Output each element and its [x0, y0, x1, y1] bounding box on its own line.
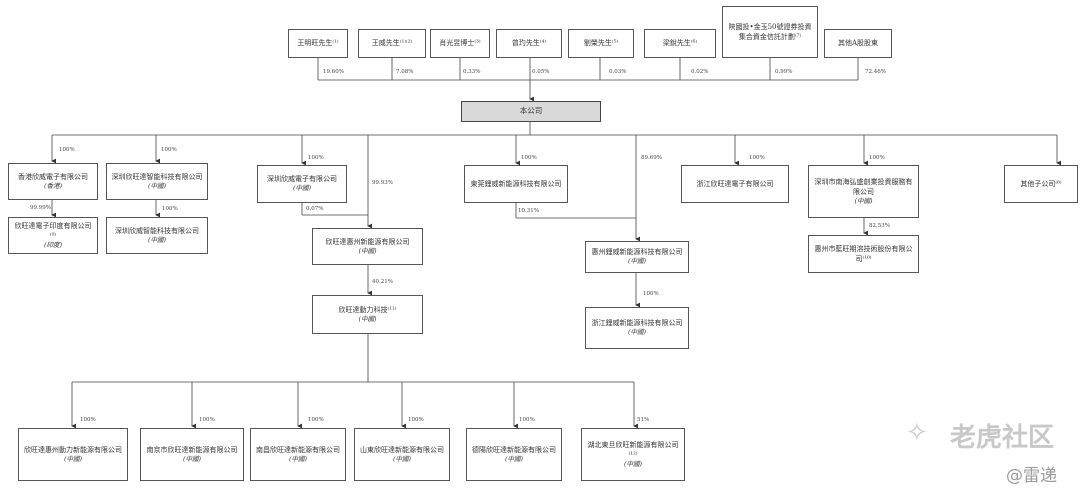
- subsidiary-name: 欣旺達動力科技⁽¹¹⁾: [338, 305, 397, 314]
- subsidiary-name: 湖北東旦欣旺新能源有限公司⁽¹²⁾: [587, 440, 679, 459]
- shareholding-pct: 40.21%: [372, 279, 393, 285]
- shareholding-pct: 0.07%: [306, 206, 324, 212]
- subsidiary-box: 深圳欣旺達智能科技有限公司 (中國): [106, 163, 208, 200]
- subsidiary-region: (中國): [182, 454, 202, 463]
- company-box: 本公司: [461, 101, 601, 122]
- subsidiary-name: 惠州鋰威新能源科技有限公司: [591, 248, 683, 257]
- subsidiary-box: 惠州市藍旺期溶技術股份有限公司⁽¹⁰⁾: [808, 235, 919, 273]
- subsidiary-box: 浙江欣旺達電子有限公司: [681, 165, 789, 203]
- subsidiary-name: 欣旺達電子印度有限公司⁽⁹⁾: [14, 221, 92, 240]
- subsidiary-box: 南昌欣旺達新能源有限公司 (中國): [250, 428, 346, 481]
- shareholder-box: 王威先生⁽¹⁾⁽²⁾: [358, 29, 426, 58]
- shareholder-box: 王明旺先生⁽¹⁾: [288, 29, 348, 58]
- shareholding-pct: 89.69%: [641, 155, 662, 161]
- subsidiary-name: 浙江鋰威新能源科技有限公司: [591, 319, 683, 328]
- shareholding-pct: 99.99%: [30, 205, 51, 211]
- subsidiary-region: (中國): [627, 257, 647, 266]
- subsidiary-name: 山東欣旺達新能源有限公司: [360, 445, 444, 454]
- subsidiary-region: (中國): [504, 454, 524, 463]
- shareholding-pct: 0.03%: [609, 69, 627, 75]
- shareholder-box: 陝國投•金玉50號證券投資集合資金信託計劃⁽⁷⁾: [722, 6, 818, 58]
- subsidiary-region: (中國): [358, 314, 377, 323]
- shareholding-pct: 100%: [519, 417, 535, 423]
- shareholding-pct: 7.08%: [396, 69, 414, 75]
- subsidiary-name: 欣旺達惠州新能源有限公司: [325, 237, 410, 246]
- shareholding-pct: 100%: [408, 417, 424, 423]
- shareholding-pct: 72.46%: [865, 69, 886, 75]
- subsidiary-name: 南昌欣旺達新能源有限公司: [256, 445, 340, 454]
- subsidiary-box: 湖北東旦欣旺新能源有限公司⁽¹²⁾ (中國): [581, 428, 685, 481]
- subsidiary-region: (中國): [292, 184, 312, 193]
- subsidiary-region: (中國): [288, 454, 308, 463]
- subsidiary-region: (印度): [43, 240, 63, 249]
- shareholding-pct: 99.93%: [372, 180, 393, 186]
- subsidiary-region: (中國): [147, 181, 167, 190]
- shareholder-box: 肖光昱博士⁽³⁾: [430, 29, 490, 58]
- shareholding-pct: 19.60%: [323, 69, 344, 75]
- shareholding-pct: 100%: [59, 147, 75, 153]
- subsidiary-box: 欣旺達動力科技⁽¹¹⁾ (中國): [312, 295, 423, 334]
- subsidiary-name: 香港欣威電子有限公司: [18, 172, 88, 181]
- subsidiary-region: (中國): [392, 454, 412, 463]
- subsidiary-box: 深圳欣威智能科技有限公司 (中國): [106, 217, 208, 254]
- subsidiary-box: 德陽欣旺達新能源有限公司 (中國): [466, 428, 562, 481]
- subsidiary-box: 欣旺達惠州動力新能源有限公司 (中國): [18, 428, 128, 481]
- subsidiary-box: 南京市欣旺達新能源有限公司 (中國): [140, 428, 244, 481]
- watermark-logo-icon: ✧: [906, 418, 928, 448]
- shareholding-pct: 0.05%: [532, 69, 550, 75]
- subsidiary-name: 德陽欣旺達新能源有限公司: [472, 445, 556, 454]
- shareholding-pct: 100%: [308, 417, 324, 423]
- watermark-credit: @雷递: [1006, 466, 1057, 486]
- subsidiary-region: (香港): [43, 181, 63, 190]
- shareholding-pct: 100%: [869, 155, 885, 161]
- subsidiary-region: (中國): [627, 328, 647, 337]
- subsidiary-region: (中國): [358, 246, 377, 255]
- shareholder-box: 曾玓先生⁽⁴⁾: [496, 29, 562, 58]
- subsidiary-region: (中國): [147, 235, 167, 244]
- shareholding-pct: 10.31%: [518, 208, 539, 214]
- shareholding-pct: 100%: [643, 291, 659, 297]
- subsidiary-box: 山東欣旺達新能源有限公司 (中國): [354, 428, 450, 481]
- subsidiary-region: (中國): [63, 454, 83, 463]
- subsidiary-name: 其他子公司⁽⁸⁾: [1020, 179, 1062, 188]
- subsidiary-box: 其他子公司⁽⁸⁾: [1004, 165, 1078, 203]
- shareholder-box: 梁銳先生⁽⁶⁾: [644, 29, 716, 58]
- shareholding-pct: 100%: [80, 417, 96, 423]
- shareholding-pct: 100%: [749, 155, 765, 161]
- subsidiary-box: 欣旺達惠州新能源有限公司 (中國): [312, 228, 423, 265]
- subsidiary-box: 深圳欣威電子有限公司 (中國): [257, 165, 347, 203]
- shareholding-pct: 100%: [161, 147, 177, 153]
- subsidiary-name: 南京市欣旺達新能源有限公司: [146, 445, 238, 454]
- shareholding-pct: 100%: [199, 417, 215, 423]
- shareholding-pct: 100%: [162, 206, 178, 212]
- watermark-text: 老虎社区: [950, 423, 1055, 453]
- shareholding-pct: 82.53%: [869, 223, 890, 229]
- shareholder-box: 劉榮先生⁽⁵⁾: [568, 29, 634, 58]
- subsidiary-name: 深圳市南海弘盛創業投資服務有限公司: [814, 177, 913, 196]
- shareholding-pct: 51%: [637, 417, 650, 423]
- shareholder-box: 其他A股股東: [824, 29, 892, 58]
- subsidiary-box: 欣旺達電子印度有限公司⁽⁹⁾ (印度): [8, 217, 98, 254]
- subsidiary-name: 深圳欣威電子有限公司: [267, 175, 337, 184]
- subsidiary-box: 東莞鋰威新能源科技有限公司: [464, 165, 568, 203]
- subsidiary-name: 深圳欣威智能科技有限公司: [115, 226, 199, 235]
- subsidiary-box: 浙江鋰威新能源科技有限公司 (中國): [585, 307, 689, 349]
- subsidiary-name: 惠州市藍旺期溶技術股份有限公司⁽¹⁰⁾: [814, 244, 913, 263]
- subsidiary-name: 欣旺達惠州動力新能源有限公司: [24, 445, 122, 454]
- shareholding-pct: 0.02%: [691, 69, 709, 75]
- subsidiary-region: (中國): [623, 459, 643, 468]
- shareholding-pct: 100%: [521, 155, 537, 161]
- subsidiary-name: 深圳欣旺達智能科技有限公司: [111, 172, 203, 181]
- subsidiary-region: (中國): [854, 196, 873, 205]
- subsidiary-name: 浙江欣旺達電子有限公司: [696, 179, 774, 188]
- subsidiary-box: 惠州鋰威新能源科技有限公司 (中國): [585, 241, 689, 273]
- subsidiary-name: 東莞鋰威新能源科技有限公司: [470, 179, 562, 188]
- shareholding-pct: 0.99%: [775, 69, 793, 75]
- subsidiary-box: 深圳市南海弘盛創業投資服務有限公司 (中國): [808, 165, 919, 218]
- shareholding-pct: 100%: [308, 155, 324, 161]
- subsidiary-box: 香港欣威電子有限公司 (香港): [8, 163, 98, 200]
- shareholding-pct: 0.33%: [463, 69, 481, 75]
